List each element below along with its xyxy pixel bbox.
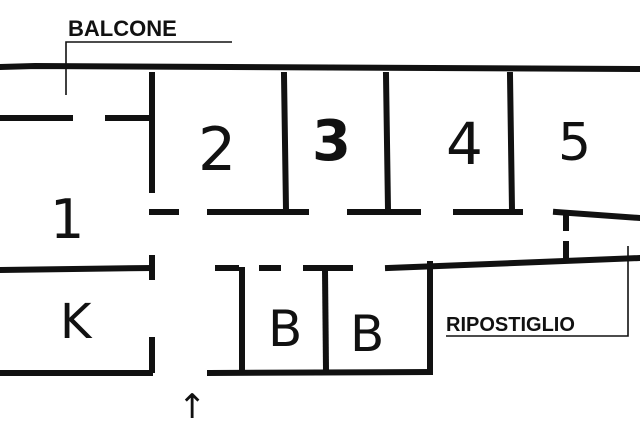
corridor-bottom-wall-d: [384, 254, 640, 272]
room-5-label: 5: [558, 113, 591, 173]
outer-wall-top: [0, 62, 640, 73]
room-3-label: 3: [312, 109, 351, 174]
room-2-label: 2: [198, 115, 236, 185]
bath-2-label: B: [350, 305, 384, 363]
wall-room4-room5: [506, 71, 516, 214]
outer-wall-bottom-right: [206, 368, 434, 377]
storage-callout: [446, 246, 629, 337]
wall-bath1-bath2: [321, 266, 330, 374]
storage-label: RIPOSTIGLIO: [446, 314, 575, 336]
bath-1-label: B: [268, 300, 302, 358]
balcony-callout: [65, 41, 232, 95]
room-1-label: 1: [50, 188, 84, 251]
kitchen-label: K: [60, 294, 93, 350]
walls: [0, 62, 640, 377]
wall-room3-room4: [382, 71, 392, 214]
balcony-label: BALCONE: [68, 16, 177, 41]
wall-room1-kitchen: [0, 264, 154, 274]
storage-leader-line: [446, 246, 629, 337]
wall-room2-room3: [280, 71, 290, 214]
balcony-leader-line: [65, 41, 232, 95]
room-4-label: 4: [446, 110, 483, 178]
corridor-top-wall-e: [552, 208, 640, 222]
entrance-arrow-icon: ↑: [178, 387, 207, 427]
